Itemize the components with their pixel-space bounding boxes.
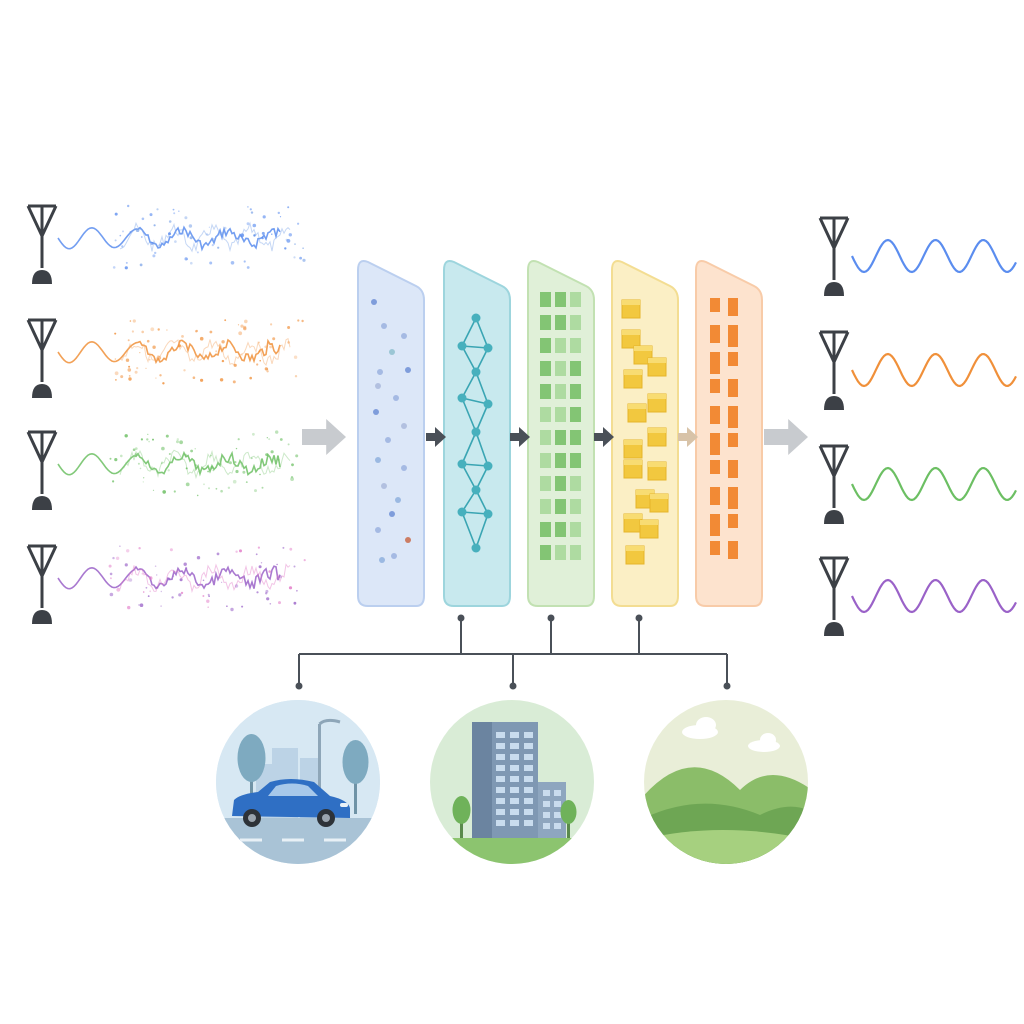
input-arrow-icon (302, 419, 346, 455)
antenna-icon (26, 430, 58, 510)
graph-network-layer (443, 260, 511, 607)
antenna-icon (26, 544, 58, 624)
noisy-signal-wave (57, 225, 281, 252)
noise-overlay (119, 337, 291, 367)
antenna-icon (26, 204, 58, 284)
tree-icon (452, 796, 577, 838)
noise-overlay (119, 563, 291, 594)
road (216, 818, 380, 864)
clean-signal-wave (851, 466, 1017, 502)
noisy-signal-wave (57, 450, 281, 477)
grid-feature-layer (527, 260, 595, 607)
antenna-icon (818, 330, 850, 410)
building-scene (430, 700, 594, 864)
antenna-icon (818, 556, 850, 636)
noise-particles (110, 204, 306, 270)
noise-particles (114, 319, 304, 385)
output-antennas (818, 216, 1017, 636)
noisy-signal-wave (57, 338, 281, 365)
antenna-icon (818, 216, 850, 296)
noise-overlay (119, 449, 291, 480)
flow-arrows (302, 419, 808, 455)
layer-arrow-icon (678, 427, 698, 447)
antenna-icon (26, 318, 58, 398)
clean-signal-wave (851, 238, 1017, 274)
cloud-icon (682, 717, 780, 752)
layer-arrow-icon (510, 427, 530, 447)
rural-landscape-scene (644, 700, 808, 864)
noise-particles (108, 545, 306, 612)
hills-icon (644, 767, 808, 864)
cube-feature-layer (611, 260, 679, 607)
building-icon (472, 722, 566, 838)
clean-signal-wave (851, 578, 1017, 614)
processing-layers (357, 260, 763, 607)
urban-street-scene (216, 700, 380, 864)
noise-overlay (119, 221, 291, 253)
output-arrow-icon (764, 419, 808, 455)
clean-signal-wave (851, 352, 1017, 388)
noisy-input-signals (57, 204, 306, 612)
antenna-icon (818, 444, 850, 524)
bar-feature-layer (695, 260, 763, 607)
environment-connectors (295, 614, 731, 690)
noise-particles (109, 430, 299, 497)
layer-arrow-icon (594, 427, 614, 447)
input-antennas (26, 204, 58, 624)
layer-arrow-icon (426, 427, 446, 447)
car-icon (232, 779, 350, 827)
tree-icon (237, 734, 369, 814)
point-cloud-layer (357, 260, 425, 607)
street-lamp-icon (318, 718, 341, 814)
